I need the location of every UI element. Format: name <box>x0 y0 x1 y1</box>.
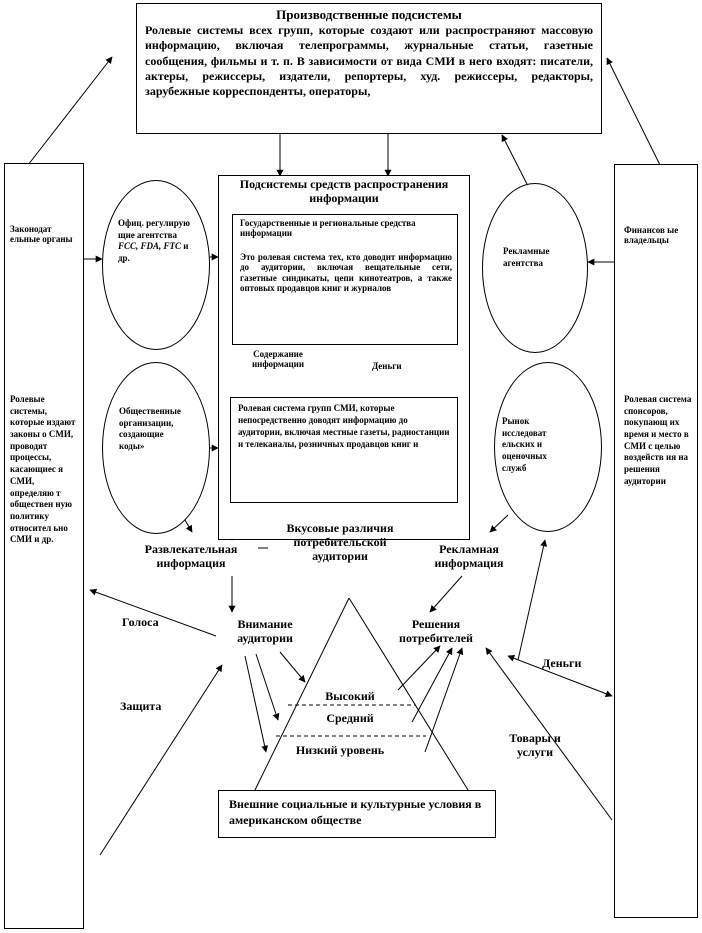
regulators-agencies: FCC, FDA, FTC <box>118 241 182 252</box>
arrow-attn-mid <box>255 653 280 721</box>
production-title: Производственные подсистемы <box>276 7 462 22</box>
arrow-attn-high <box>279 651 306 683</box>
public-orgs-ellipse <box>102 362 210 534</box>
right-column-box <box>614 164 698 918</box>
pyramid-left <box>254 597 350 791</box>
government-media-title: Государственные и региональные средства … <box>240 218 416 239</box>
distribution-title: Подсистемы средств распространения инфор… <box>239 177 449 205</box>
regulators-text: Офиц. регулирую щие агентства FCC, FDA, … <box>118 218 196 265</box>
pyramid-high-label: Высокий <box>325 689 375 703</box>
decisions-label: Решения потребителей <box>399 617 473 645</box>
entertainment-info-label: Развлекательная информация <box>144 542 238 570</box>
pyramid-middle-label: Средний <box>326 711 374 725</box>
market-research-ellipse <box>494 362 602 532</box>
arrow-left-col-up <box>27 56 113 166</box>
arrow-low-dec <box>424 647 464 753</box>
arrow-votes <box>89 588 217 637</box>
legislators-label: Законодат ельные органы <box>10 224 73 245</box>
arrow-market-adv <box>489 514 509 533</box>
regulators-suffix: и др. <box>118 241 189 264</box>
arrow-ad-agency-prod <box>501 134 531 191</box>
ad-agencies-ellipse <box>482 183 588 353</box>
money-label: Деньги <box>542 656 582 670</box>
local-media-body: Ролевая система групп СМИ, которые непос… <box>238 403 450 449</box>
content-info-label: Содержание информации <box>240 349 316 370</box>
legislative-roles-text: Ролевые системы, которые издают законы о… <box>10 394 76 545</box>
arrow-attn-low <box>244 655 269 753</box>
left-column-box <box>4 163 84 929</box>
goods-label: Товары и услуги <box>509 731 561 759</box>
production-body: Ролевые системы всех групп, которые созд… <box>145 22 593 99</box>
financial-owners-label: Финансов ые владельцы <box>624 225 679 246</box>
arrow-protection <box>99 664 223 856</box>
ad-agencies-text: Рекламные агентства <box>503 246 550 268</box>
arrow-money-right <box>507 654 613 698</box>
attention-label: Внимание аудитории <box>237 617 293 645</box>
arrow-decision-up <box>517 539 548 661</box>
local-media-box <box>230 397 458 503</box>
regulators-ellipse <box>102 180 210 350</box>
advertising-info-label: Рекламная информация <box>434 542 504 570</box>
public-orgs-text: Общественные организации, создающие коды… <box>119 406 181 452</box>
money-inner-label: Деньги <box>372 361 402 372</box>
tastes-label: Вкусовые различия потребительской аудито… <box>286 521 394 563</box>
protection-label: Защита <box>120 699 162 713</box>
pyramid-right <box>348 597 469 791</box>
government-media-body: Это ролевая система тех, кто доводит инф… <box>240 252 452 294</box>
arrow-high-dec <box>397 645 441 691</box>
arrow-right-col-up <box>606 57 661 166</box>
government-media-box <box>232 214 458 345</box>
sponsors-text: Ролевая система спонсоров, покупающ их в… <box>624 394 692 486</box>
market-research-text: Рынок исследоват ельских и оценочных слу… <box>502 416 547 473</box>
production-subsystems-box: Производственные подсистемы Ролевые сист… <box>136 3 602 134</box>
external-conditions-text: Внешние социальные и культурные условия … <box>229 797 482 827</box>
regulators-prefix: Офиц. регулирую щие агентства <box>118 218 190 240</box>
arrow-adv-dec <box>429 575 463 613</box>
votes-label: Голоса <box>122 615 159 629</box>
arrow-mid-dec <box>411 647 453 723</box>
arrow-goods <box>485 647 613 821</box>
external-conditions-box: Внешние социальные и культурные условия … <box>218 790 496 838</box>
pyramid-low-label: Низкий уровень <box>295 743 385 757</box>
